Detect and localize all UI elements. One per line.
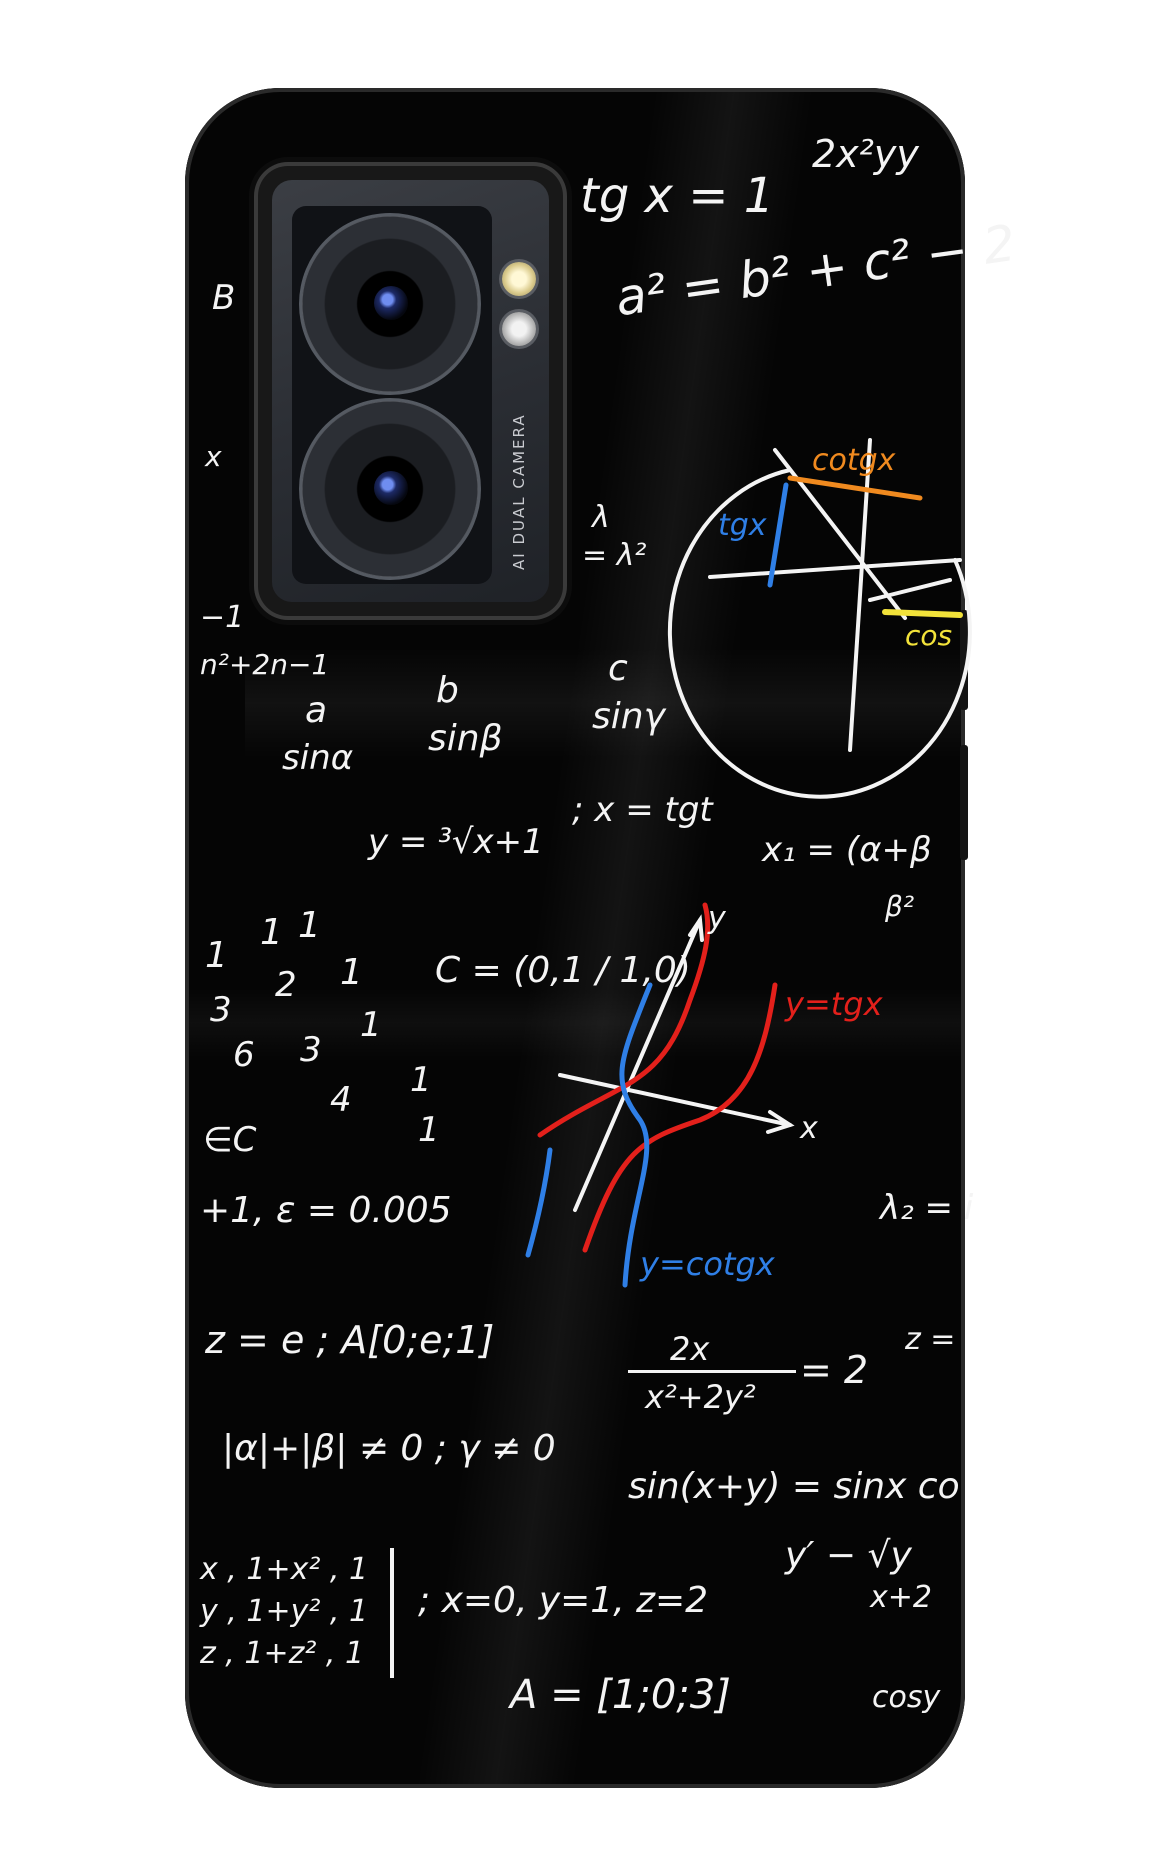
scatter-number: 6 (233, 1035, 255, 1075)
formula-frac-eq: = 2 (800, 1348, 869, 1392)
formula-lambda-squared: = λ² (582, 538, 647, 573)
formula-z-right: z = (905, 1322, 956, 1357)
sensor-icon (502, 312, 536, 346)
formula-matrix-c: C = (0,1 / 1,0) (435, 950, 691, 991)
formula-x-fraction: x (205, 440, 222, 473)
scatter-number: 1 (205, 935, 228, 976)
lens-glass (374, 286, 408, 320)
formula-x-plus-2: x+2 (870, 1580, 932, 1615)
formula-cosy: cosy (872, 1680, 941, 1715)
scatter-number: 1 (260, 912, 283, 953)
formula-x1: x₁ = (α+β (762, 830, 932, 870)
formula-sine-sinb: sinβ (428, 718, 503, 759)
formula-epsilon: +1, ε = 0.005 (200, 1190, 452, 1231)
formula-tgx: tg x = 1 (580, 168, 775, 224)
fraction-bar (628, 1370, 796, 1373)
formula-xyz: ; x=0, y=1, z=2 (418, 1580, 709, 1621)
camera-module: AI DUAL CAMERA (258, 166, 563, 616)
formula-sin-sum: sin(x+y) = sinx co (628, 1466, 960, 1507)
scatter-number: 4 (330, 1080, 352, 1120)
scatter-number: 3 (210, 990, 232, 1030)
formula-z-e: z = e ; A[0;e;1] (205, 1318, 495, 1362)
formula-B: B (212, 278, 236, 318)
matrix-row: z , 1+z² , 1 (200, 1636, 365, 1671)
formula-frac-den: x²+2y² (645, 1378, 756, 1416)
formula-lambda-z: λ₂ = i (880, 1188, 974, 1228)
volume-button (960, 610, 968, 710)
formula-sine-a: a (305, 690, 328, 731)
lens-panel (292, 206, 492, 584)
formula-beta-squared: β² (885, 890, 915, 923)
formula-sine-b: b (436, 670, 459, 711)
scatter-number: 3 (300, 1030, 322, 1070)
scatter-number: 1 (410, 1060, 432, 1100)
camera-plate: AI DUAL CAMERA (272, 180, 549, 602)
scatter-number: 1 (360, 1005, 382, 1045)
formula-sine-c: c (608, 648, 628, 689)
formula-abs: |α|+|β| ≠ 0 ; γ ≠ 0 (222, 1428, 556, 1469)
scatter-number: 1 (418, 1110, 440, 1150)
camera-label: AI DUAL CAMERA (510, 413, 528, 570)
lens-glass (374, 471, 408, 505)
camera-lens-icon (302, 216, 478, 392)
camera-lens-icon (302, 401, 478, 577)
formula-sine-sina: sinα (282, 738, 354, 778)
formula-n-series: n²+2n−1 (200, 648, 330, 681)
formula-lambda: λ (592, 500, 610, 535)
formula-sine-sing: sinγ (592, 696, 665, 737)
formula-frac-num: 2x (670, 1330, 710, 1368)
formula-cube-root: y = ³√x+1 (368, 822, 544, 862)
scatter-number: 1 (340, 952, 363, 993)
flash-icon (502, 262, 536, 296)
formula-one-minus: −1 (200, 600, 245, 635)
formula-y-prime: y′ − √y (785, 1535, 912, 1576)
matrix-bracket (390, 1548, 394, 1678)
matrix-row: y , 1+y² , 1 (200, 1594, 369, 1629)
formula-in-C: ∈C (203, 1120, 257, 1160)
power-button (960, 745, 968, 860)
formula-2x2yy: 2x²yy (812, 132, 919, 176)
formula-A: A = [1;0;3] (510, 1672, 731, 1718)
scatter-number: 2 (275, 965, 297, 1005)
scatter-number: 1 (298, 905, 321, 946)
matrix-row: x , 1+x² , 1 (200, 1552, 369, 1587)
formula-x-tgt: ; x = tgt (572, 790, 713, 830)
